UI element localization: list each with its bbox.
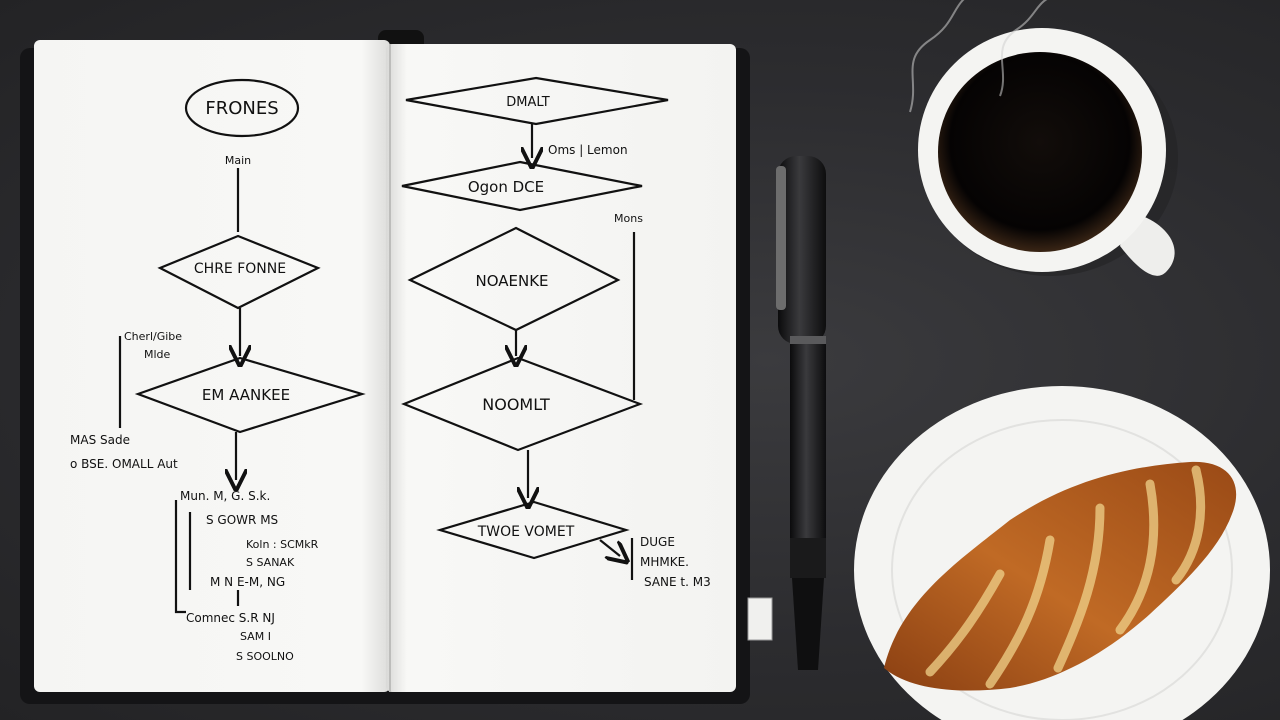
decision-4-label: NOOMLT	[482, 395, 550, 414]
right-flowchart-text: DMALT Oms | Lemon Ogon DCE Mons NOAENKE …	[468, 95, 711, 589]
top-branch-label: Oms | Lemon	[548, 143, 628, 157]
decision-2-label: EM AANKEE	[202, 386, 290, 404]
side-note-1-line-2: Mlde	[144, 348, 171, 361]
right-side-note-line-2: MHMKE.	[640, 555, 689, 569]
plate-with-croissant	[854, 386, 1270, 720]
side-branch-label: Mons	[614, 212, 643, 225]
process-1-diamond	[401, 160, 643, 212]
right-flowchart	[401, 76, 669, 580]
note-line-4: S SANAK	[246, 556, 295, 569]
pen-barrel	[790, 344, 826, 540]
decision-top-diamond	[405, 76, 669, 126]
decision-4-diamond	[401, 356, 644, 452]
side-note-1-line-1: Cherl/Gibe	[124, 330, 182, 343]
croissant-ridges	[925, 465, 1206, 689]
coffee-surface	[938, 52, 1142, 252]
note-line-2: S GOWR MS	[206, 513, 278, 527]
note-line-3: Koln : SCMkR	[246, 538, 319, 551]
start-ellipse	[184, 78, 300, 138]
decision-3-label: NOAENKE	[475, 272, 548, 290]
decision-diamond-2	[134, 356, 366, 434]
side-note-2-line-2: o BSE. OMALL Aut	[70, 457, 178, 471]
notebook	[20, 30, 773, 704]
note-line-6: Comnec S.R NJ	[186, 611, 275, 625]
right-side-note-line-3: SANE t. M3	[644, 575, 711, 589]
coffee-cup	[909, 0, 1178, 276]
pen[interactable]	[776, 156, 826, 670]
note-line-5: M N E-M, NG	[210, 575, 285, 589]
left-page[interactable]	[34, 40, 390, 692]
pen-tip	[792, 578, 824, 670]
pen-cap	[778, 156, 826, 344]
sticky-tab	[747, 597, 773, 641]
note-line-7: SAM I	[240, 630, 271, 643]
process-1-label: Ogon DCE	[468, 178, 544, 196]
pen-band	[790, 336, 826, 346]
decision-5-label: TWOE VOMET	[477, 524, 575, 540]
start-label: FRONES	[205, 98, 278, 119]
pen-grip	[790, 538, 826, 578]
plate-inner-ring	[891, 419, 1233, 720]
pen-clip	[776, 166, 786, 310]
right-page[interactable]	[386, 44, 736, 692]
decision-1-label: CHRE FONNE	[194, 261, 286, 277]
steam	[909, 0, 1048, 113]
side-note-2-line-1: MAS Sade	[70, 433, 130, 447]
note-line-1: Mun. M, G. S.k.	[180, 489, 270, 503]
right-side-note-line-1: DUGE	[640, 535, 675, 549]
decision-top-label: DMALT	[506, 95, 550, 110]
croissant	[884, 461, 1237, 691]
decision-5-diamond	[436, 500, 630, 560]
decision-diamond-1	[157, 234, 321, 310]
left-flowchart-text: FRONES Main CHRE FONNE Cherl/Gibe Mlde E…	[70, 98, 319, 663]
left-flowchart	[118, 78, 366, 614]
main-label: Main	[225, 154, 251, 167]
note-line-8: S SOOLNO	[236, 650, 294, 663]
